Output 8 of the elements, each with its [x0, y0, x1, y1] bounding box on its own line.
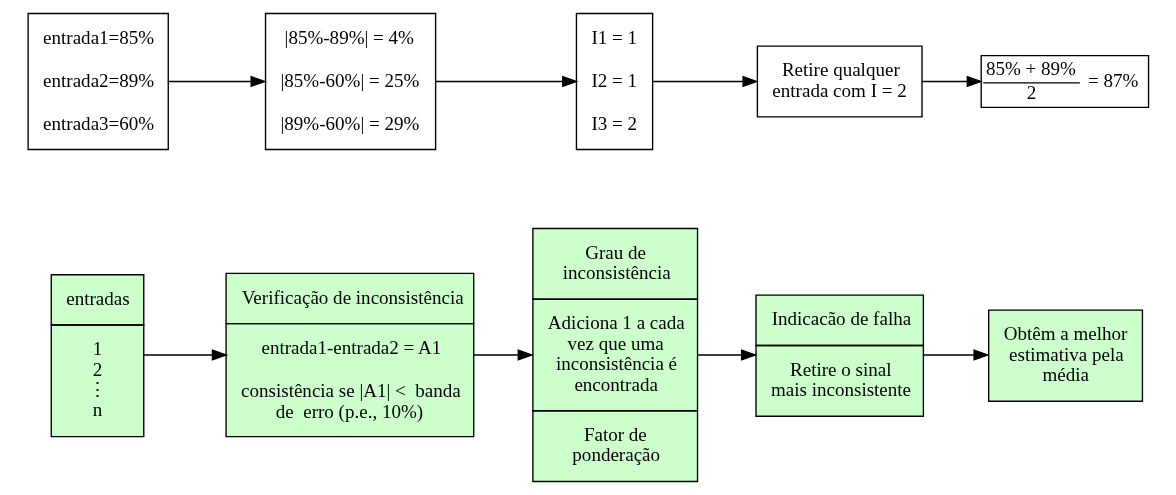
arrow — [922, 349, 990, 361]
arrow — [920, 75, 983, 88]
arrow — [696, 349, 758, 361]
arrow — [434, 75, 579, 88]
arrow — [652, 75, 759, 88]
arrow — [167, 75, 267, 88]
arrow — [473, 349, 534, 361]
arrow — [143, 349, 229, 361]
